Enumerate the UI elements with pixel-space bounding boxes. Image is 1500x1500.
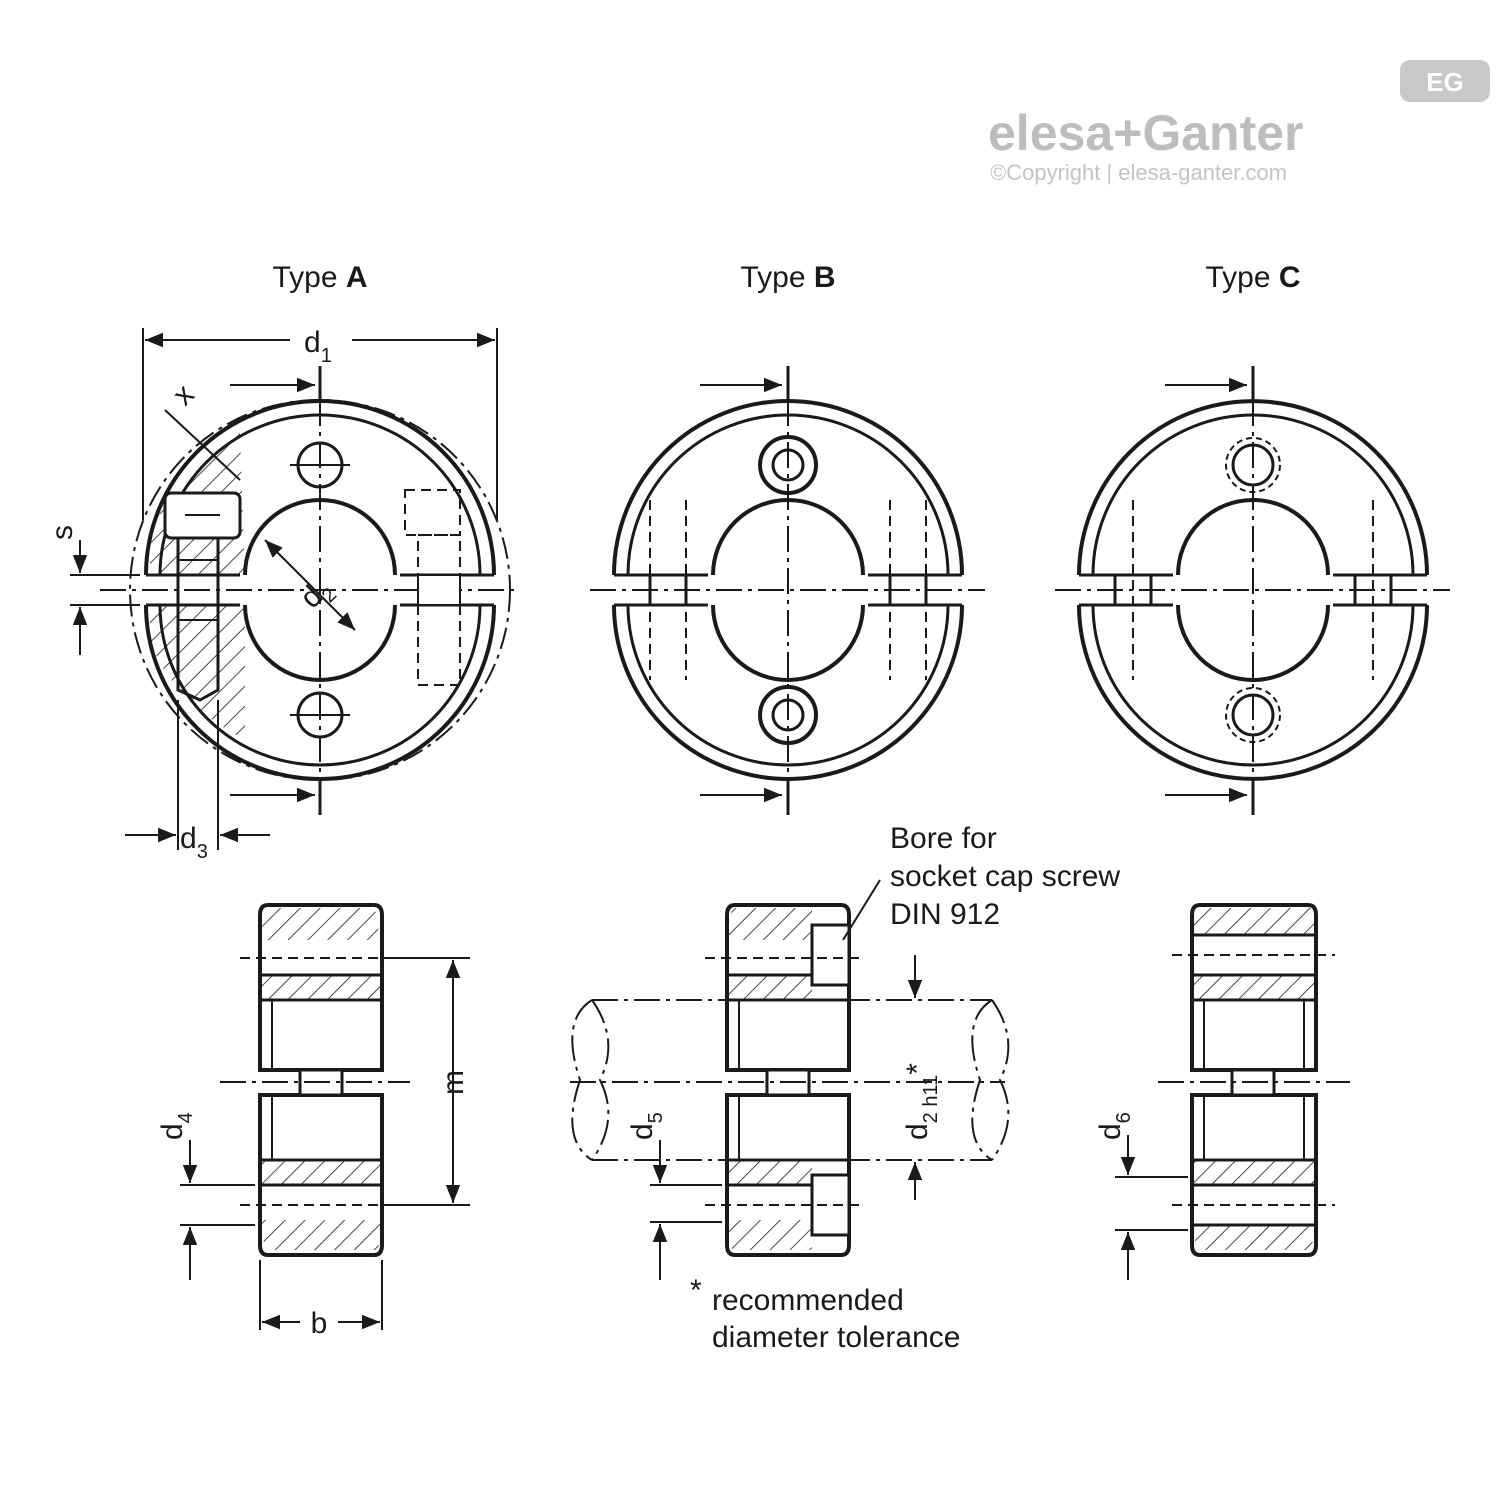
- dim-d2-mark: *: [901, 1063, 934, 1075]
- bore-note: Bore for socket cap screw DIN 912: [890, 822, 1120, 931]
- type-c-title: Type C: [1205, 261, 1300, 294]
- tolerance-note-mark: *: [690, 1274, 702, 1307]
- dim-d4-main: d: [156, 1123, 189, 1140]
- dim-d2-sub: 2 h11: [920, 1075, 942, 1124]
- type-b-front-view: [590, 366, 985, 815]
- type-b-prefix: Type: [740, 261, 813, 294]
- type-a-side-view: m d4 b: [156, 903, 470, 1340]
- dim-d6-sub: 6: [1113, 1112, 1135, 1123]
- bore-note-line3: DIN 912: [890, 898, 1000, 931]
- dim-d6-label: d6: [1094, 1112, 1135, 1140]
- dim-s-label: s: [46, 525, 79, 540]
- type-c-prefix: Type: [1205, 261, 1278, 294]
- dim-d4-label: d4: [156, 1112, 197, 1140]
- dim-d3-sub: 3: [197, 841, 208, 863]
- dim-d2-tol-label: d2 h11*: [901, 1063, 942, 1140]
- dim-d5-main: d: [626, 1123, 659, 1140]
- tolerance-note-line1: recommended: [712, 1284, 904, 1317]
- bore-note-line2: socket cap screw: [890, 860, 1120, 893]
- brand-logo: elesa+Ganter ©Copyright | elesa-ganter.c…: [988, 60, 1490, 185]
- type-a-title: Type A: [272, 261, 367, 294]
- dim-d1-main: d: [304, 326, 321, 359]
- type-c-letter: C: [1279, 261, 1301, 294]
- dim-d3-main: d: [180, 822, 197, 855]
- type-b-title: Type B: [740, 261, 835, 294]
- dim-d1-sub: 1: [321, 345, 332, 367]
- type-c-front-view: [1055, 366, 1450, 815]
- type-a-front-view: d1: [46, 326, 520, 863]
- type-a-prefix: Type: [272, 261, 345, 294]
- eg-badge-text: EG: [1426, 67, 1464, 97]
- dim-d1-label: d1: [304, 326, 332, 367]
- type-b-letter: B: [814, 261, 836, 294]
- brand-logo-text: elesa+Ganter: [988, 105, 1303, 161]
- tolerance-note-line2: diameter tolerance: [712, 1321, 960, 1354]
- dim-d2-bore-label: d2: [294, 572, 341, 619]
- copyright-text: ©Copyright | elesa-ganter.com: [990, 160, 1287, 185]
- type-a-letter: A: [346, 261, 368, 294]
- eg-badge: [1400, 60, 1490, 102]
- type-c-side-view: d6: [1094, 903, 1350, 1280]
- tolerance-note: * recommended diameter tolerance: [690, 1274, 960, 1354]
- dim-d4-sub: 4: [175, 1112, 197, 1123]
- bore-note-line1: Bore for: [890, 822, 997, 855]
- dim-d5-sub: 5: [645, 1112, 667, 1123]
- dim-x-label: x: [167, 378, 201, 412]
- dim-d6-main: d: [1094, 1123, 1127, 1140]
- dim-m-label: m: [437, 1070, 470, 1095]
- dim-d3-label: d3: [180, 822, 208, 863]
- dim-d2-main: d: [901, 1123, 934, 1140]
- dim-d5-label: d5: [626, 1112, 667, 1140]
- type-b-side-view: d2 h11* d5: [570, 879, 1010, 1280]
- dim-b-label: b: [311, 1307, 328, 1340]
